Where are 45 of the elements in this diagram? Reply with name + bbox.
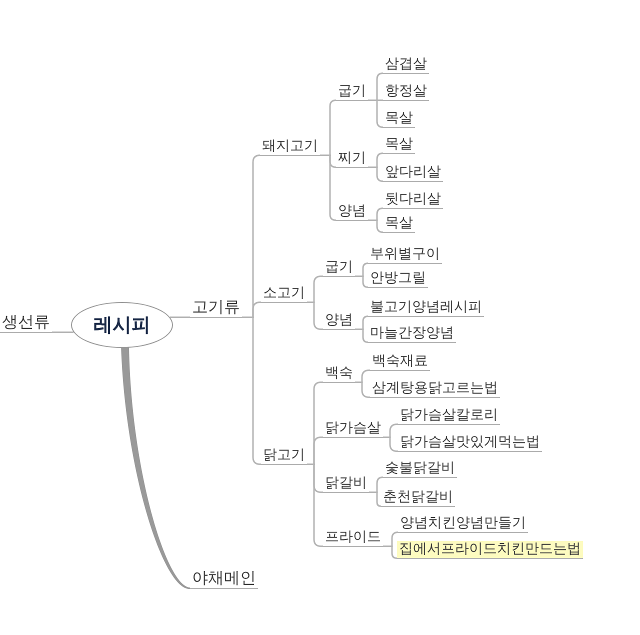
topic-label: 춘천닭갈비: [381, 488, 455, 507]
topic-label: 닭갈비: [323, 474, 369, 493]
topic-label: 숯불닭갈비: [383, 460, 457, 478]
topic-label: 부위별구이: [368, 246, 442, 264]
topic-label: 마늘간장양념: [368, 324, 456, 343]
topic-label: 돼지고기: [260, 138, 320, 156]
topic-label: 삼겹살: [383, 56, 429, 74]
topic-label: 고기류: [190, 298, 242, 318]
branch-line: [52, 332, 74, 333]
topic-label: 목살: [383, 110, 415, 128]
topic-label: 백숙: [323, 364, 355, 383]
topic-label: 백숙재료: [370, 352, 430, 371]
branch-line: [369, 492, 382, 507]
topic-label: 양념: [336, 202, 368, 221]
topic-label: 소고기: [261, 284, 307, 303]
topic-label: 삼계탕용닭고르는법: [370, 380, 500, 398]
topic-label: 양념: [323, 312, 355, 330]
central-topic: 레시피: [71, 302, 173, 348]
topic-label: 뒷다리살: [383, 190, 443, 209]
branch-line: [383, 546, 398, 559]
topic-label: 닭가슴살맛있게먹는법: [398, 434, 542, 452]
branch-line: [368, 100, 384, 128]
topic-label: 굽기: [336, 82, 368, 101]
branch-line: [368, 220, 384, 233]
topic-label: 야채메인: [190, 568, 258, 589]
topic-label: 항정살: [383, 82, 429, 101]
topic-label: 불고기양념레시피: [368, 298, 484, 317]
topic-label: 프라이드: [323, 528, 383, 547]
branch-line: [368, 166, 384, 182]
topic-label: 찌기: [336, 150, 368, 168]
topic-label: 닭가슴살: [323, 420, 383, 438]
topic-label: 앞다리살: [383, 164, 443, 182]
branch-line: [170, 316, 190, 318]
topic-label: 닭가슴살칼로리: [398, 406, 500, 425]
topic-label: 안방그릴: [368, 270, 428, 288]
topic-label: 목살: [383, 214, 415, 233]
topic-label: 닭고기: [261, 446, 307, 465]
topic-label: 집에서프라이드치킨만드는법: [397, 540, 583, 559]
topic-label: 굽기: [323, 258, 355, 277]
topic-label: 양념치킨양념만들기: [398, 514, 528, 533]
branch-line: [121, 346, 190, 589]
branch-line: [355, 328, 369, 343]
topic-label: 목살: [383, 136, 415, 154]
branch-line: [355, 276, 369, 288]
topic-label: 생선류: [0, 312, 52, 333]
